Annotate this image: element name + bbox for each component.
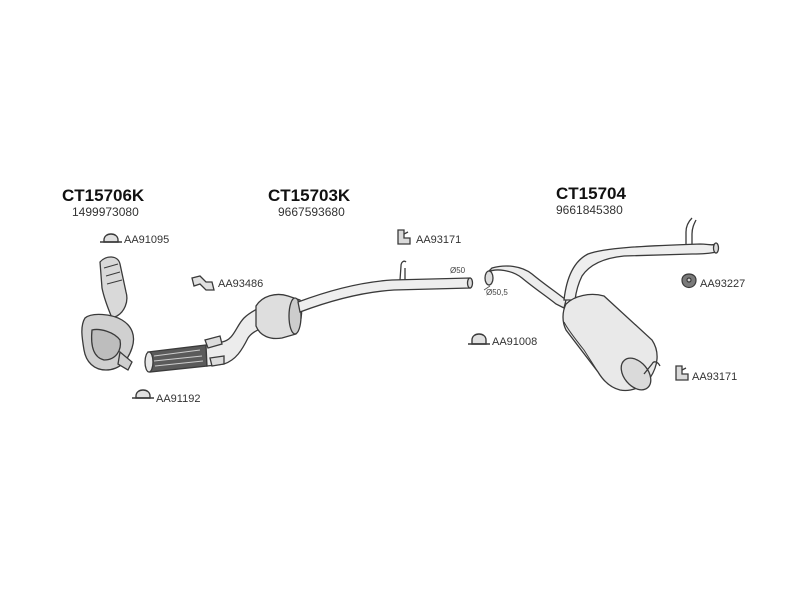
pipe-diameter-label: Ø50 (450, 266, 466, 275)
group-code-ct15704: CT15704 (556, 184, 626, 203)
clamp-icon[interactable] (100, 233, 122, 243)
group-number-2: 9667593680 (278, 205, 345, 219)
catalytic-converter[interactable] (81, 256, 135, 371)
rear-silencer[interactable] (484, 217, 720, 396)
part-ref-aa93486[interactable]: AA93486 (218, 278, 264, 290)
group-code-ct15703k: CT15703K (268, 186, 351, 205)
part-ref-aa93227[interactable]: AA93227 (700, 278, 746, 290)
inlet-diameter-label: Ø50,5 (486, 288, 508, 297)
group-number-1: 1499973080 (72, 205, 139, 219)
part-ref-aa93171-front[interactable]: AA93171 (416, 234, 462, 246)
front-pipe-dpf[interactable] (144, 260, 474, 373)
part-ref-aa91192[interactable]: AA91192 (156, 393, 201, 405)
group-code-ct15706k: CT15706K (62, 186, 145, 205)
hanger-icon[interactable] (397, 229, 411, 245)
part-ref-aa91008[interactable]: AA91008 (492, 336, 538, 348)
part-ref-aa91095[interactable]: AA91095 (124, 234, 170, 246)
clamp-icon[interactable] (132, 389, 154, 399)
hanger-icon[interactable] (675, 365, 689, 381)
rubber-mount-icon[interactable] (681, 273, 697, 289)
dimension-leader (483, 285, 491, 291)
group-number-3: 9661845380 (556, 203, 623, 217)
bracket-icon[interactable] (191, 275, 215, 291)
part-ref-aa93171-rear[interactable]: AA93171 (692, 371, 738, 383)
clamp-icon[interactable] (468, 333, 490, 345)
